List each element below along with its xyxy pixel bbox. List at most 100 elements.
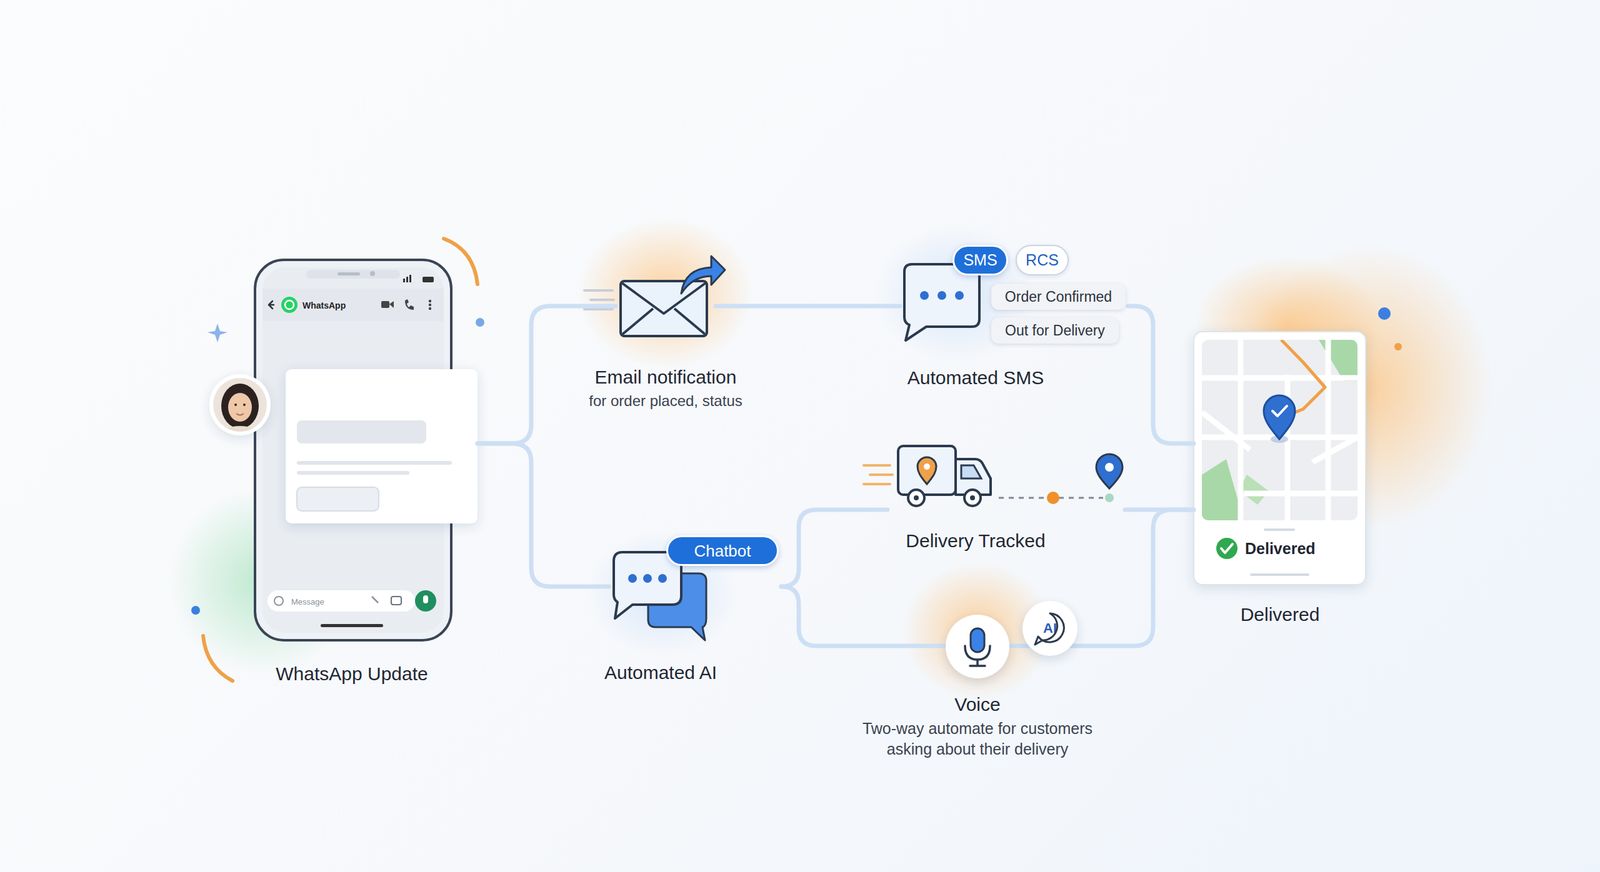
avatar-eye: [243, 403, 246, 407]
phone-speaker: [337, 272, 360, 276]
avatar-smile: [236, 413, 244, 416]
ai-bubble: AI: [1022, 601, 1078, 657]
chat-header: [262, 288, 444, 322]
node-title: Out for Delivery: [991, 317, 1119, 344]
send-arrow: [681, 256, 725, 294]
origin-pin-dot: [923, 463, 930, 470]
delivery-tracking: Delivery Tracked: [887, 437, 1125, 519]
placeholder-button: [296, 487, 379, 512]
chatbot-channel: ChatbotAutomated AI: [609, 534, 782, 644]
typing-dot: [643, 574, 652, 584]
check-badge: [1216, 538, 1238, 560]
wheel: [908, 490, 925, 507]
avatar-bg: [212, 377, 269, 434]
envelope: [620, 281, 707, 337]
avatar-hair: [221, 383, 259, 429]
cargo-box: [898, 446, 956, 495]
chatbot-pill: Chatbot: [666, 535, 779, 567]
delivered-card-illustration: [1193, 331, 1366, 585]
back-arrow: [268, 301, 274, 309]
roads: [1201, 340, 1358, 521]
accent-dot: [475, 318, 485, 327]
avatar-face: [228, 393, 252, 422]
wheel: [964, 490, 981, 507]
placeholder-line: [296, 461, 452, 465]
avatar-eye: [234, 403, 237, 407]
node-title: Email notification: [528, 365, 804, 390]
channel-pill: RCS: [1015, 245, 1069, 276]
envelope-flap: [621, 283, 706, 314]
card-divider: [1263, 528, 1295, 532]
wheel-hub: [970, 495, 975, 501]
message-card-body: [285, 369, 478, 524]
typing-dot: [658, 574, 667, 584]
message-card: [285, 369, 478, 524]
whatsapp-phone: WhatsApp Update: [255, 260, 478, 641]
node-title: Automated SMS: [844, 365, 1107, 390]
ui-label: Message: [291, 598, 325, 607]
node-title: Delivered: [1245, 538, 1358, 560]
decorations: [191, 238, 1402, 682]
placeholder-bar: [296, 420, 427, 444]
destination-pin: [1096, 454, 1123, 489]
signal-bar: [403, 278, 405, 283]
accent-arc: [203, 636, 233, 682]
node-title: SMS: [954, 246, 1007, 274]
cab-window: [961, 465, 982, 479]
menu-dots: [428, 303, 432, 307]
phone-illustration: [209, 260, 478, 641]
attach-icon: [371, 596, 379, 604]
ui-label: WhatsApp: [302, 301, 346, 310]
delivered-card: DeliveredDelivered: [1193, 331, 1366, 585]
progress-dot: [1046, 491, 1060, 505]
envelope-fold: [622, 308, 705, 335]
voice-channel: VoiceTwo-way automate for customers aski…: [945, 615, 1010, 679]
glows: [168, 218, 1494, 700]
wheel-hub: [913, 495, 919, 501]
message-input: [267, 590, 415, 612]
typing-dot: [955, 291, 964, 300]
node-title: AI: [1022, 601, 1078, 657]
camera-icon: [391, 596, 402, 605]
whatsapp-logo-mark: [285, 300, 294, 310]
flow-connector: [1128, 306, 1194, 444]
email-icon: [584, 256, 725, 337]
node-title: RCS: [1016, 246, 1068, 275]
node-title: Order Confirmed: [991, 283, 1126, 310]
truck-icon: [863, 446, 1123, 507]
sms-channel: SMSRCSOrder ConfirmedOut for DeliveryAut…: [900, 243, 1129, 347]
speed-lines: [863, 465, 893, 485]
email-channel: Email notificationfor order placed, stat…: [615, 265, 716, 341]
video-icon: [389, 301, 394, 309]
flow-connector: [781, 510, 888, 587]
speech-bubble: [904, 264, 980, 341]
park: [1201, 459, 1244, 521]
phone-camera: [370, 271, 375, 277]
typing-dot: [920, 291, 929, 300]
glow: [578, 218, 754, 369]
node-subtitle: for order placed, status: [521, 391, 810, 411]
park: [1318, 340, 1358, 382]
battery: [422, 276, 434, 283]
sms-icon: [904, 264, 980, 341]
map: [1201, 340, 1358, 521]
video-icon: [381, 301, 390, 309]
card-divider: [1250, 573, 1310, 577]
location-pin: [1263, 395, 1295, 440]
mic-glyph: [423, 595, 429, 604]
sparkle: [207, 323, 228, 343]
flow-connector: [477, 443, 610, 587]
typing-dot: [937, 291, 947, 300]
status-pill: Order Confirmed: [991, 283, 1126, 310]
placeholder-line: [296, 471, 410, 475]
node-subtitle: Two-way automate for customers asking ab…: [846, 718, 1109, 760]
node-title: Delivery Tracked: [844, 528, 1107, 554]
accent-dot: [191, 606, 200, 615]
avatar-shirt: [218, 426, 262, 449]
emoji-icon: [274, 596, 284, 606]
phone-notch: [306, 270, 400, 279]
